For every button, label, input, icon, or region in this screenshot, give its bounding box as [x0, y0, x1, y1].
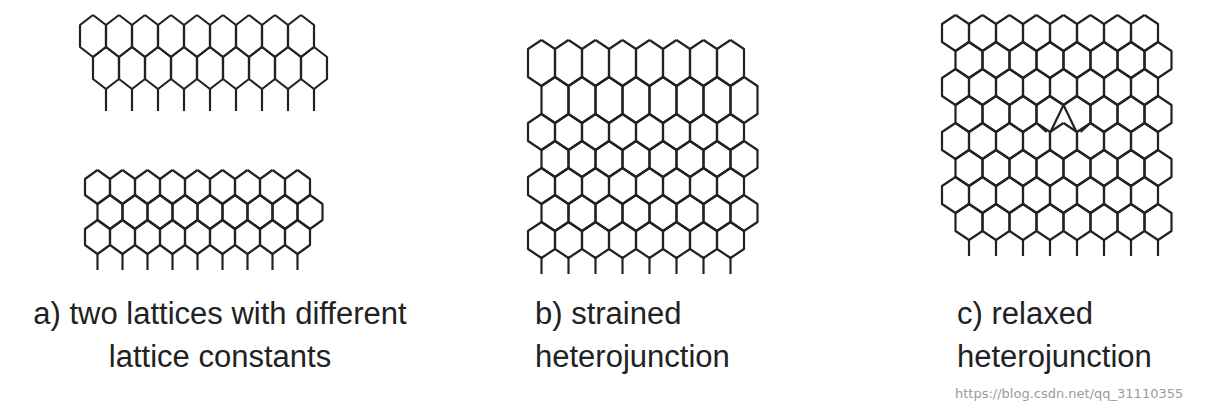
hexagon-cell: [636, 222, 663, 258]
hexagon-cell: [119, 47, 145, 89]
hexagon-cell: [555, 222, 582, 258]
hexagon-cell: [285, 220, 310, 254]
hexagon-cell: [185, 220, 210, 254]
dangling-bond: [131, 89, 133, 111]
hexagon-cell: [210, 220, 235, 254]
hexagon-cell: [1010, 204, 1037, 240]
hexagon-cell: [956, 204, 983, 240]
panel-caption: c) relaxed heterojunction: [957, 292, 1202, 378]
dangling-bond: [235, 89, 237, 111]
hexagon-cell: [160, 220, 185, 254]
dangling-bond: [121, 254, 123, 270]
hexagon-cell: [145, 47, 171, 89]
dangling-bond: [246, 254, 248, 270]
dangling-bond: [209, 89, 211, 111]
dangling-bond: [567, 258, 569, 274]
hexagon-cell: [717, 222, 744, 258]
hexagon-cell: [223, 47, 249, 89]
dangling-bond: [105, 89, 107, 111]
hexagon-cell: [1118, 204, 1145, 240]
dangling-bond: [1022, 240, 1024, 256]
dangling-bond: [296, 254, 298, 270]
dangling-bond: [183, 89, 185, 111]
dangling-bond: [729, 258, 731, 274]
dangling-bond: [1103, 240, 1105, 256]
hexagon-cell: [249, 47, 275, 89]
hexagon-cell: [260, 220, 285, 254]
hexagon-cell: [1091, 204, 1118, 240]
dislocation-bond: [1081, 105, 1091, 132]
honeycomb-lattice: [942, 15, 1172, 256]
dangling-bond: [287, 89, 289, 111]
hexagon-cell: [582, 222, 609, 258]
dangling-bond: [675, 258, 677, 274]
dangling-bond: [146, 254, 148, 270]
dislocation-bond: [1037, 105, 1047, 132]
hexagon-cell: [171, 47, 197, 89]
hexagon-cell: [663, 222, 690, 258]
dangling-bond: [1049, 240, 1051, 256]
dangling-bond: [702, 258, 704, 274]
honeycomb-lattice: [85, 170, 323, 270]
hexagon-cell: [609, 222, 636, 258]
watermark: https://blog.csdn.net/qq_31110355: [955, 386, 1183, 402]
dangling-bond: [171, 254, 173, 270]
hexagon-cell: [301, 47, 327, 89]
dangling-bond: [271, 254, 273, 270]
hexagon-cell: [197, 47, 223, 89]
dangling-bond: [221, 254, 223, 270]
honeycomb-lattice: [528, 40, 758, 274]
dislocation-bond: [1051, 105, 1064, 132]
hexagon-cell: [275, 47, 301, 89]
dangling-bond: [594, 258, 596, 274]
dangling-bond: [540, 258, 542, 274]
dangling-bond: [1157, 240, 1159, 256]
dangling-bond: [621, 258, 623, 274]
hexagon-cell: [1145, 204, 1172, 240]
hexagon-cell: [85, 220, 110, 254]
dangling-bond: [1076, 240, 1078, 256]
honeycomb-lattice: [80, 15, 327, 111]
hexagon-cell: [1064, 204, 1091, 240]
dislocation-bond: [1037, 96, 1091, 105]
hexagon-cell: [235, 220, 260, 254]
dangling-bond: [968, 240, 970, 256]
hexagon-cell: [135, 220, 160, 254]
panel-caption: a) two lattices with different lattice c…: [15, 292, 425, 378]
dislocation-bond: [1064, 105, 1077, 132]
dangling-bond: [196, 254, 198, 270]
hexagon-cell: [528, 222, 555, 258]
dangling-bond: [648, 258, 650, 274]
hexagon-cell: [110, 220, 135, 254]
dangling-bond: [1130, 240, 1132, 256]
hexagon-cell: [93, 47, 119, 89]
hexagon-cell: [1037, 204, 1064, 240]
dangling-bond: [261, 89, 263, 111]
dangling-bond: [313, 89, 315, 111]
panel-caption: b) strained heterojunction: [535, 292, 795, 378]
dangling-bond: [96, 254, 98, 270]
hexagon-cell: [690, 222, 717, 258]
dangling-bond: [995, 240, 997, 256]
dangling-bond: [157, 89, 159, 111]
hexagon-cell: [983, 204, 1010, 240]
